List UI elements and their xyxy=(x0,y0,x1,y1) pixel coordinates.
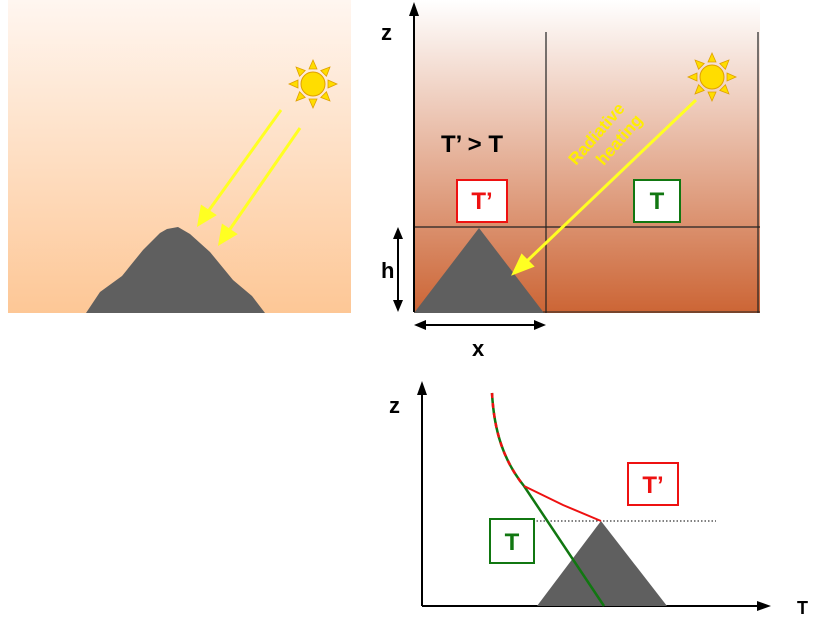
sun-icon xyxy=(288,59,338,109)
h-label: h xyxy=(381,258,394,283)
panel-c-t-label: T xyxy=(797,598,808,618)
panel-c-t-prime-label: T’ xyxy=(642,472,663,499)
h-arrow-top xyxy=(393,227,403,239)
h-arrow-bottom xyxy=(393,300,403,312)
x-arrow-right xyxy=(534,320,546,330)
panel-c: z T T’ T xyxy=(389,381,808,618)
panel-b-t-box xyxy=(633,179,681,223)
panel-c-t-prime-box xyxy=(627,462,679,506)
panel-a-mountain xyxy=(86,227,265,313)
warm-temperature-curve xyxy=(523,485,602,522)
panel-c-z-label: z xyxy=(389,393,400,418)
panel-c-mountain xyxy=(537,521,667,606)
panel-b-z-label: z xyxy=(381,20,392,45)
panel-c-t-box xyxy=(489,518,535,564)
panel-b-t-prime-box xyxy=(456,179,508,223)
panel-b-mountain xyxy=(414,228,544,313)
panel-c-t-arrowhead xyxy=(757,601,771,611)
panel-b-inequality: T’ > T xyxy=(441,131,503,158)
panel-a-sun-rays xyxy=(196,109,302,246)
panel-b-t-label: T xyxy=(650,188,665,215)
panel-b-sun-ray xyxy=(511,98,698,276)
panel-b-z-arrowhead xyxy=(409,2,419,16)
panel-b-t-prime-label: T’ xyxy=(471,188,492,215)
x-label: x xyxy=(472,336,485,361)
x-arrow-left xyxy=(414,320,426,330)
panel-a xyxy=(8,0,351,313)
reference-curve-dash-overlay xyxy=(490,392,525,487)
panel-b: z T’ > T T’ T Radiative xyxy=(381,0,760,361)
panel-c-z-arrowhead xyxy=(417,381,427,395)
sun-icon xyxy=(687,52,737,102)
panel-c-t-label-box: T xyxy=(505,529,520,556)
